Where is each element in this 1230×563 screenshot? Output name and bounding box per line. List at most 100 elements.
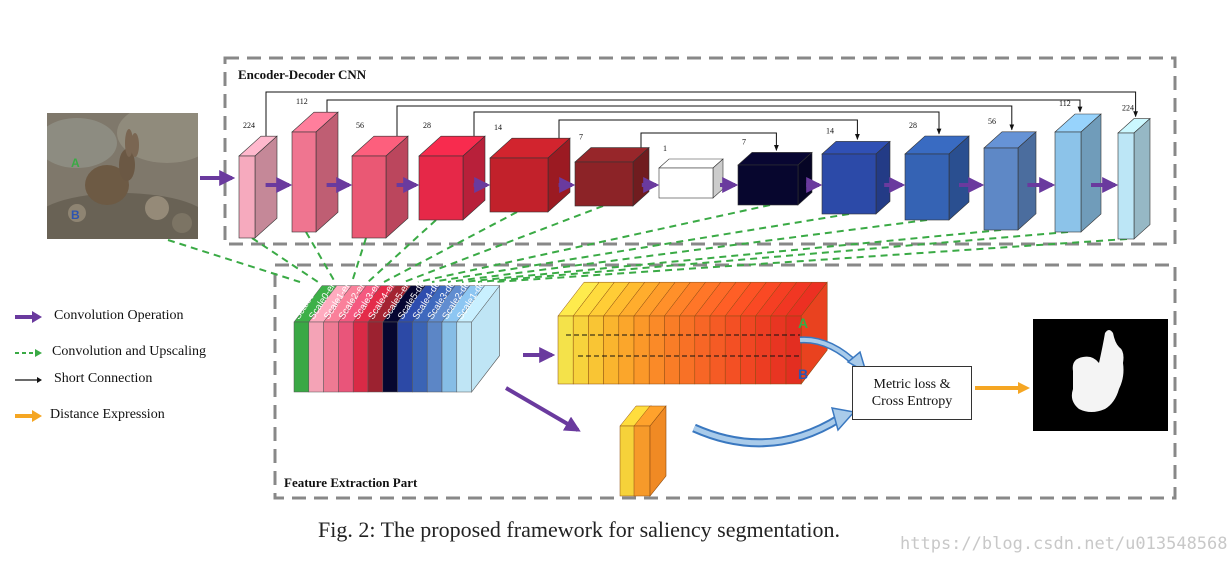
block-size-label: 28 — [423, 121, 431, 130]
block-size-label: 7 — [742, 137, 746, 146]
block-front-face — [658, 167, 714, 199]
feature-slice — [648, 281, 691, 385]
encoder-decoder-box — [223, 56, 1177, 246]
feature-slice-front — [770, 315, 787, 385]
upscale-line — [461, 229, 1002, 283]
feature-slice — [572, 281, 615, 385]
output-saliency-mask — [1033, 319, 1168, 431]
legend-label: Convolution Operation — [54, 308, 184, 323]
cnn-block: 224 — [1117, 104, 1151, 240]
loss-line-1: Metric loss & — [873, 377, 951, 392]
slice-front-face — [323, 321, 339, 393]
feature-slice-front — [618, 315, 635, 385]
cnn-block: 112 — [291, 97, 339, 233]
feature-slice-front — [664, 315, 680, 385]
block-front-face — [489, 157, 549, 213]
feature-slice-front — [588, 315, 604, 385]
purple-arrow-icon — [15, 311, 42, 323]
block-front-face — [238, 155, 256, 239]
legend-item-short-connection: Short Connection — [14, 369, 274, 393]
point-label-b: B — [71, 208, 80, 222]
small-feature-stack — [619, 405, 667, 497]
cnn-block: 7 — [737, 137, 813, 206]
slice-front-face — [412, 321, 428, 393]
slice-front-face — [397, 321, 413, 393]
feature-slice-front — [633, 315, 650, 385]
block-size-label: 14 — [826, 126, 834, 135]
slice-front-face — [441, 321, 458, 393]
short-connection-line — [396, 105, 1015, 139]
loss-line-2: Cross Entropy — [871, 394, 953, 409]
block-front-face — [737, 164, 799, 206]
feature-slice — [679, 281, 722, 385]
slice-front-face — [426, 321, 443, 393]
upscale-line — [367, 219, 437, 283]
upscale-line — [477, 231, 1069, 283]
short-connections — [265, 91, 1138, 151]
feature-extraction-title: Feature Extraction Part — [284, 475, 418, 490]
block-size-label: 112 — [1059, 99, 1071, 108]
cnn-block: 56 — [983, 117, 1037, 231]
cnn-block: 28 — [904, 121, 970, 221]
loss-box: Metric loss & Cross Entropy — [852, 366, 972, 420]
block-side-face — [1133, 117, 1151, 240]
upscale-line — [251, 237, 319, 283]
slice-front-face — [338, 321, 354, 393]
feature-slice-front — [694, 315, 711, 385]
legend-item-convolution: Convolution Operation — [14, 306, 274, 330]
block-front-face — [983, 147, 1019, 231]
cnn-block: 56 — [351, 121, 409, 239]
feature-slice — [557, 281, 600, 385]
cnn-block: 1 — [658, 144, 724, 199]
input-image: A B — [47, 113, 198, 239]
feature-slice-front — [648, 315, 665, 385]
block-side-face — [315, 111, 339, 233]
feature-slice-front — [755, 315, 772, 385]
block-size-label: 14 — [494, 123, 502, 132]
short-connection-line — [473, 111, 942, 139]
distance-arrowhead — [1018, 382, 1030, 394]
point-label-a: A — [71, 156, 80, 170]
block-front-face — [418, 155, 464, 221]
cnn-block: 14 — [821, 126, 891, 215]
upscale-line — [351, 237, 367, 283]
short-connection-line — [558, 119, 860, 141]
block-side-face — [1080, 113, 1102, 233]
stack-to-small-arrow — [504, 386, 581, 432]
slice-front-face — [382, 321, 398, 393]
slice-front-face — [293, 321, 310, 393]
feature-slice-front — [572, 315, 589, 385]
block-top-face — [658, 158, 724, 169]
upscale-line — [493, 238, 1128, 283]
cnn-block: 224 — [238, 121, 278, 239]
curve-arrowhead-bottom — [830, 407, 856, 432]
block-front-face — [351, 155, 387, 239]
block-size-label: 224 — [243, 121, 255, 130]
feature-slice-front — [740, 315, 756, 385]
cnn-block: 112 — [1054, 99, 1102, 233]
block-size-label: 56 — [356, 121, 364, 130]
distance-feature-stack — [557, 281, 828, 385]
short-connection-line — [640, 132, 779, 151]
scale-stack: Scale0-orScale0-enScale1-enScale2-enScal… — [292, 279, 501, 393]
watermark: https://blog.csdn.net/u013548568 — [900, 534, 1228, 554]
block-front-face — [1054, 131, 1082, 233]
upscale-line — [383, 211, 518, 283]
upscale-line — [431, 213, 850, 283]
slice-front-face — [367, 321, 384, 393]
block-front-face — [291, 131, 317, 233]
legend-item-distance: Distance Expression — [14, 405, 274, 429]
figure-caption: Fig. 2: The proposed framework for salie… — [318, 517, 840, 542]
legend-item-upscaling: Convolution and Upscaling — [14, 342, 274, 366]
feature-slice-front — [679, 315, 696, 385]
feature-stack-side — [800, 281, 828, 385]
block-front-face — [904, 153, 950, 221]
green-dashed-arrow-icon — [15, 349, 42, 357]
feature-point-label-a: A — [798, 315, 809, 331]
feature-extraction-box — [273, 263, 1177, 500]
upscale-connections — [167, 204, 1128, 283]
feature-slice-front — [709, 315, 726, 385]
slice-front-face — [352, 321, 369, 393]
